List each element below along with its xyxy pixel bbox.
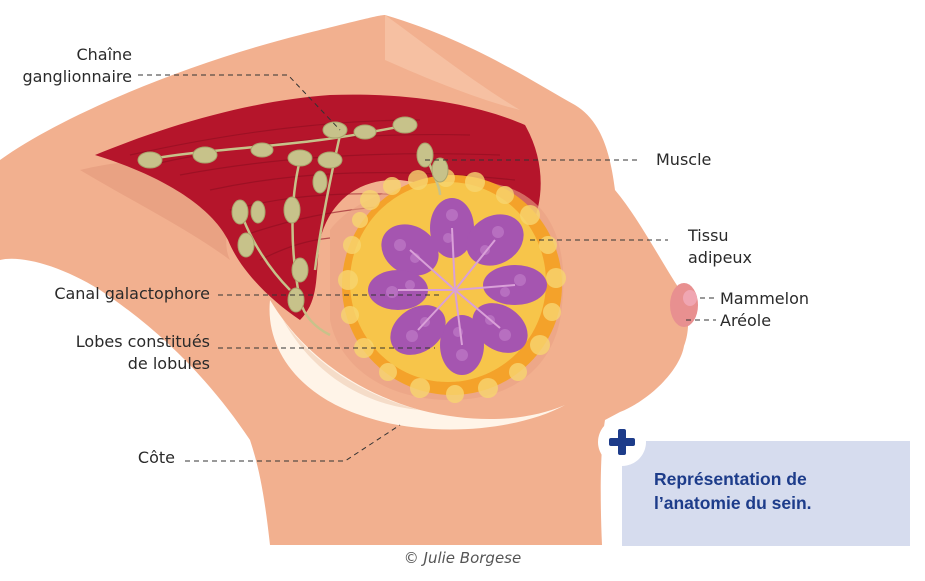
label-areola: Aréole [720, 311, 772, 330]
label-rib: Côte [137, 448, 175, 467]
label-nipple: Mammelon [720, 289, 809, 308]
label-adipose-line2: adipeux [688, 248, 753, 267]
neck-shade [385, 15, 520, 110]
rib [269, 300, 565, 430]
lymph-nodes [137, 116, 449, 313]
caption-line1: Représentation de [654, 469, 807, 489]
lymph-vessels [144, 123, 442, 337]
label-lymph-chain-line1: Chaîne [76, 45, 132, 64]
plus-icon [598, 418, 646, 466]
label-lobes-line1: Lobes constitués [75, 332, 210, 351]
label-lymph-chain-line2: ganglionnaire [22, 67, 132, 86]
label-muscle: Muscle [656, 150, 712, 169]
label-lobes-line2: de lobules [127, 354, 210, 373]
caption-panel: Représentation de l’anatomie du sein. [622, 441, 910, 546]
nipple [683, 290, 697, 306]
label-duct: Canal galactophore [54, 284, 210, 303]
image-credit: © Julie Borgese [403, 549, 522, 567]
label-adipose-line1: Tissu [688, 226, 729, 245]
leader-lines [138, 74, 716, 462]
milk-ducts [398, 227, 516, 346]
caption-line2: l’anatomie du sein. [654, 493, 812, 513]
areola [670, 283, 698, 327]
fat-lobules [338, 169, 566, 403]
